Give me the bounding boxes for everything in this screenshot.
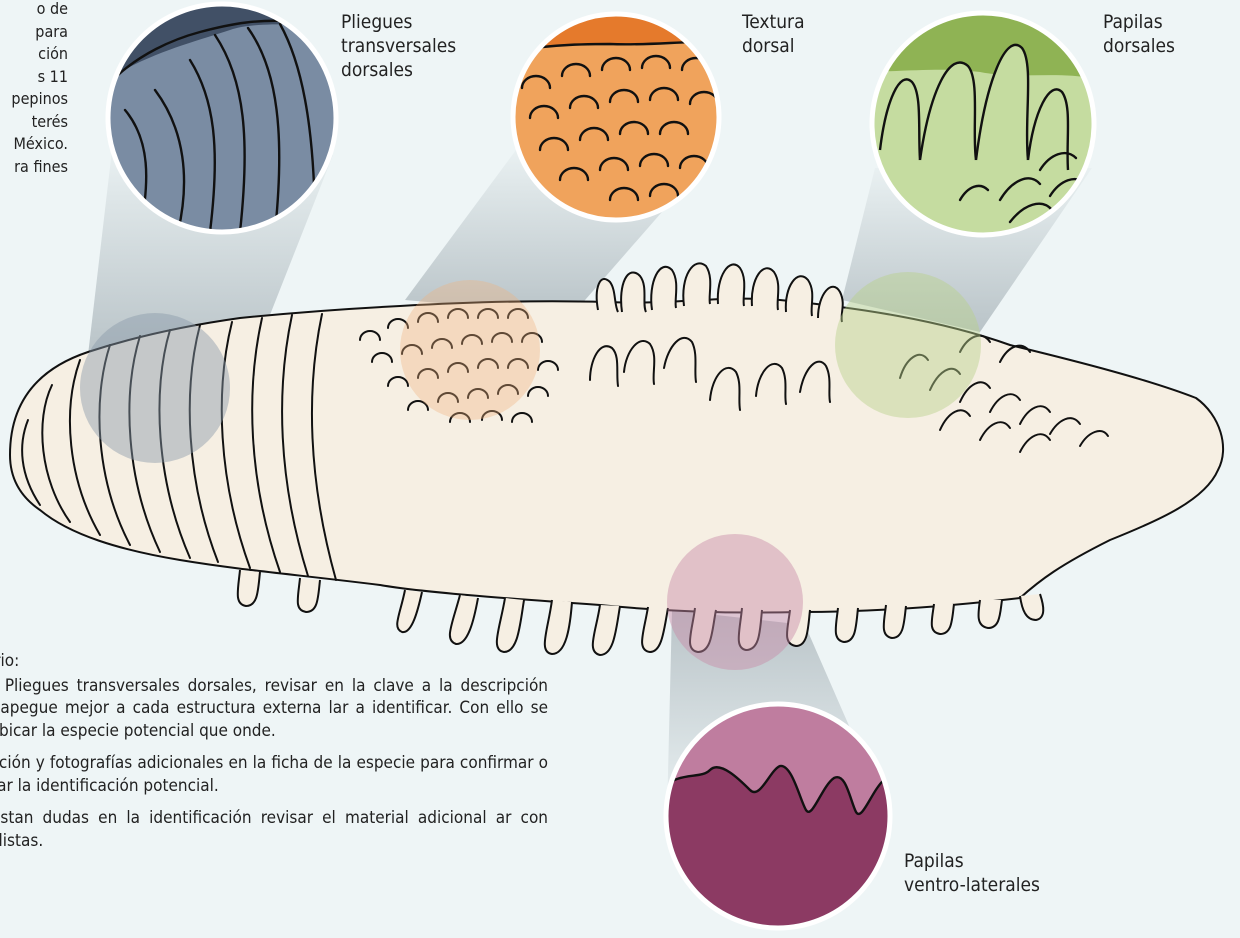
label-papilas-ventro: Papilas ventro-laterales	[904, 849, 1040, 897]
sea-cucumber-body	[10, 263, 1223, 670]
instructions: necesario: con los Pliegues transversale…	[0, 650, 548, 862]
instruction-step-2: información y fotografías adicionales en…	[0, 752, 548, 797]
intro-text: o de para ción s 11 pepinos terés México…	[0, 0, 68, 178]
label-pliegues: Pliegues transversales dorsales	[341, 10, 456, 82]
label-textura: Textura dorsal	[742, 10, 805, 58]
instructions-lead: necesario:	[0, 650, 548, 673]
label-papilas-dorsales: Papilas dorsales	[1103, 10, 1175, 58]
instruction-step-1: con los Pliegues transversales dorsales,…	[0, 675, 548, 743]
instruction-step-3: que existan dudas en la identificación r…	[0, 807, 548, 852]
zoom-textura	[510, 10, 730, 225]
